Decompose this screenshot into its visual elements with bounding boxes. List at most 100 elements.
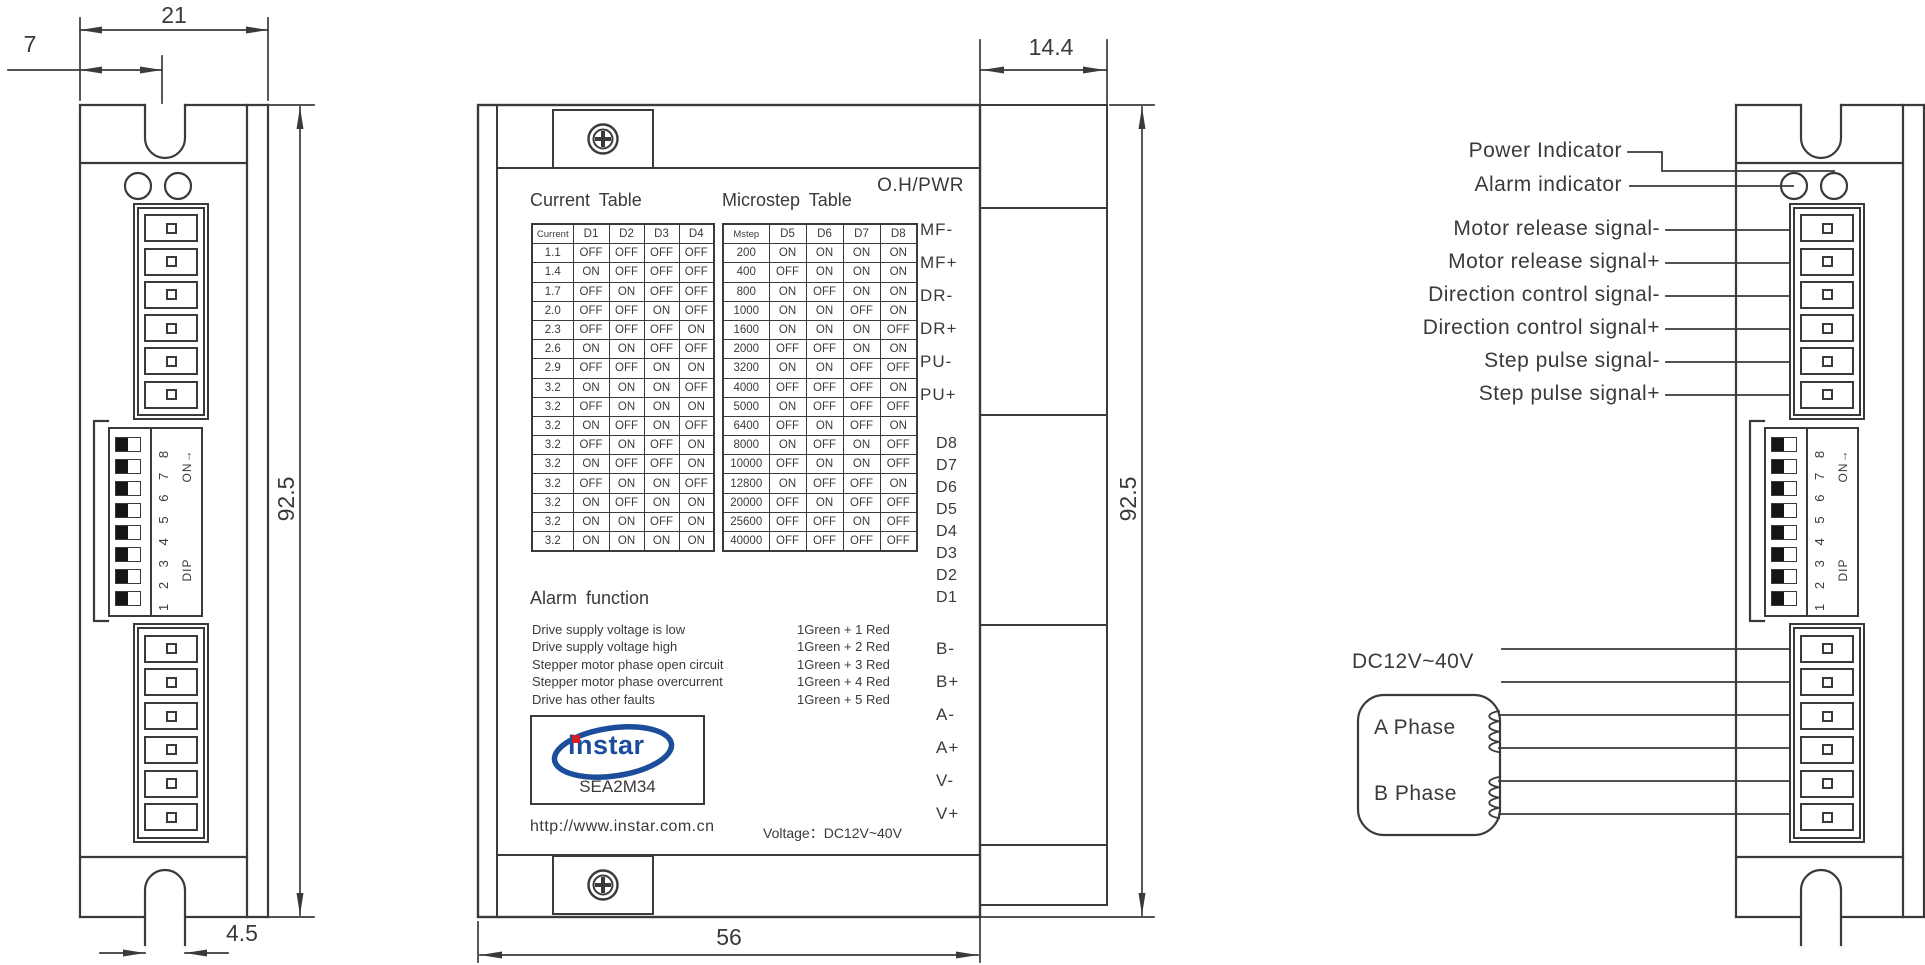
table-cell: OFF (805, 511, 844, 533)
bottom-screw-icon (587, 869, 619, 901)
dip-divider (150, 429, 152, 615)
table-cell: D7 (842, 223, 881, 245)
alarm-code: 1Green + 1 Red (797, 622, 890, 637)
table-cell: 25600 (722, 511, 770, 533)
table-cell: ON (643, 531, 680, 552)
table-cell: D1 (572, 223, 610, 245)
table-cell: 12800 (722, 473, 770, 494)
terminal-screw-hole (165, 744, 177, 756)
table-cell: ON (879, 281, 918, 302)
table-cell: ON (678, 435, 715, 456)
table-cell: ON (572, 415, 610, 437)
phase-b-coil-icon (1488, 775, 1501, 820)
table-cell: ON (643, 492, 680, 513)
table-cell: OFF (572, 300, 610, 321)
label-direction-control-minus: Direction control signal- (1428, 283, 1660, 306)
dip-toggle-5[interactable] (1771, 503, 1797, 518)
dip-numbers: 1 2 3 4 5 6 7 8 (156, 450, 171, 611)
terminal-cell (1800, 735, 1854, 764)
alarm-fault: Drive supply voltage is low (532, 622, 686, 637)
table-cell: ON (768, 435, 807, 456)
terminal-cell (144, 214, 198, 243)
table-cell: 400 (722, 262, 770, 283)
terminal-screw-hole (165, 710, 177, 722)
table-cell: OFF (608, 415, 645, 437)
dip-toggle-6[interactable] (1771, 481, 1797, 496)
terminal-cell (1800, 380, 1854, 409)
dip-toggle-6[interactable] (115, 481, 141, 496)
table-cell: OFF (643, 243, 680, 264)
table-cell: 800 (722, 281, 770, 302)
label-motor-release-plus: Motor release signal+ (1448, 250, 1660, 273)
table-cell: ON (608, 339, 645, 360)
terminal-cell (1800, 214, 1854, 243)
table-cell: OFF (608, 319, 645, 341)
top-mounting-notch (143, 103, 187, 160)
pin-label-d8: D8 (936, 435, 958, 452)
table-cell: OFF (608, 454, 645, 475)
table-cell: 3.2 (531, 492, 574, 513)
dip-toggle-8[interactable] (1771, 437, 1797, 452)
dip-toggle-3[interactable] (115, 547, 141, 562)
table-cell: OFF (879, 319, 918, 341)
dip-toggle-4[interactable] (1771, 525, 1797, 540)
table-cell: OFF (879, 396, 918, 417)
terminal-cell (144, 247, 198, 276)
dip-toggle-8[interactable] (115, 437, 141, 452)
dip-toggle-2[interactable] (115, 569, 141, 584)
dip-toggle-5[interactable] (115, 503, 141, 518)
dim-slot-width: 4.5 (226, 920, 258, 946)
dip-toggle-7[interactable] (115, 459, 141, 474)
pin-label-d6: D6 (936, 479, 958, 496)
table-cell: OFF (572, 473, 610, 494)
table-cell: ON (572, 511, 610, 533)
table-cell: 1.7 (531, 281, 574, 302)
table-cell: Mstep (722, 223, 770, 245)
table-cell: OFF (643, 281, 680, 302)
dimension-arrowheads (80, 26, 1146, 959)
dim-top-width: 21 (161, 2, 187, 28)
table-cell: OFF (643, 262, 680, 283)
terminal-screw-hole (1821, 643, 1833, 655)
table-cell: ON (805, 262, 844, 283)
table-cell: OFF (768, 339, 807, 360)
dim-middle-height: 92.5 (1115, 476, 1141, 522)
dip-on-label: ON→ (1836, 449, 1850, 483)
table-cell: OFF (879, 531, 918, 552)
table-cell: ON (768, 358, 807, 379)
logo-red-dot-icon (572, 735, 580, 743)
dip-toggle-1[interactable] (115, 591, 141, 606)
table-cell: ON (842, 339, 881, 360)
table-cell: ON (842, 243, 881, 264)
label-power-indicator: Power Indicator (1468, 139, 1622, 162)
dip-toggle-7[interactable] (1771, 459, 1797, 474)
terminal-screw-hole (165, 811, 177, 823)
table-cell: 20000 (722, 492, 770, 513)
table-cell: ON (572, 492, 610, 513)
table-cell: Current (531, 223, 574, 245)
dip-toggle-1[interactable] (1771, 591, 1797, 606)
left-top-terminal-block (133, 203, 209, 420)
pin-label-pu-minus: PU- (920, 352, 953, 371)
motor-box (1356, 693, 1502, 837)
dip-toggle-2[interactable] (1771, 569, 1797, 584)
table-cell: ON (678, 492, 715, 513)
dip-on-label: ON→ (180, 449, 194, 483)
terminal-screw-hole (1821, 289, 1833, 301)
dip-toggle-3[interactable] (1771, 547, 1797, 562)
dip-toggle-4[interactable] (115, 525, 141, 540)
alarm-fault: Drive supply voltage high (532, 639, 678, 655)
table-cell: OFF (879, 492, 918, 513)
table-cell: OFF (842, 531, 881, 552)
